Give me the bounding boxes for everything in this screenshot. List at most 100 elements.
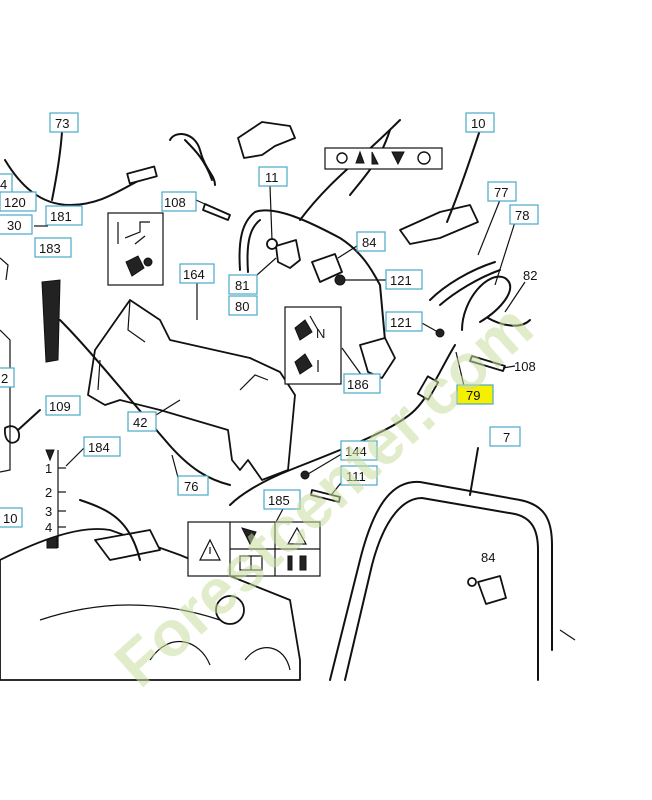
label-144: 144 bbox=[340, 440, 378, 461]
label-77: 77 bbox=[487, 181, 517, 202]
rod-upper bbox=[299, 119, 401, 221]
knob-109-lead bbox=[17, 409, 41, 431]
clamp-82 bbox=[487, 317, 531, 327]
lever-11 bbox=[238, 209, 386, 341]
svg-text:164: 164 bbox=[183, 267, 205, 282]
svg-text:186: 186 bbox=[347, 377, 369, 392]
screw-81 bbox=[266, 238, 278, 250]
foot-hazard-icon bbox=[286, 526, 308, 545]
svg-text:77: 77 bbox=[494, 185, 508, 200]
decal-185-warning bbox=[187, 521, 321, 577]
scale-3: 3 bbox=[45, 504, 52, 519]
deck-wheel-arc bbox=[149, 641, 211, 666]
left-panel bbox=[0, 329, 11, 473]
decal-181 bbox=[107, 212, 164, 286]
svg-text:111: 111 bbox=[346, 469, 366, 484]
label-181: 181 bbox=[45, 205, 83, 226]
label-79: 79 bbox=[456, 384, 494, 405]
svg-text:7: 7 bbox=[503, 430, 510, 445]
svg-text:11: 11 bbox=[265, 170, 279, 185]
nut-121-mid bbox=[435, 328, 445, 338]
mower-deck bbox=[0, 528, 301, 681]
label-108-left: 108 bbox=[161, 191, 197, 212]
svg-text:84: 84 bbox=[481, 550, 495, 565]
svg-text:80: 80 bbox=[235, 299, 249, 314]
svg-text:108: 108 bbox=[164, 195, 186, 210]
label-73: 73 bbox=[49, 112, 79, 133]
svg-text:84: 84 bbox=[362, 235, 376, 250]
svg-text:185: 185 bbox=[268, 493, 290, 508]
scale-2: 2 bbox=[45, 485, 52, 500]
bracket-10 bbox=[399, 204, 479, 245]
bracket-top bbox=[237, 121, 296, 159]
handle-frame-7 bbox=[329, 480, 553, 681]
nut-144 bbox=[300, 470, 310, 480]
label-186: 186 bbox=[343, 373, 381, 394]
label-111: 111 bbox=[340, 465, 378, 486]
label-81: 81 bbox=[228, 274, 258, 295]
svg-text:81: 81 bbox=[235, 278, 249, 293]
cable-73-end bbox=[126, 165, 158, 185]
screw-84-bottom bbox=[467, 577, 477, 587]
label-82: 82 bbox=[523, 268, 537, 283]
handle-frame-7-inner bbox=[344, 497, 539, 681]
label-30: 30 bbox=[0, 214, 33, 235]
label-76: 76 bbox=[177, 475, 209, 496]
label-10-top: 10 bbox=[465, 112, 495, 133]
svg-text:78: 78 bbox=[515, 208, 529, 223]
svg-text:10: 10 bbox=[471, 116, 485, 131]
handle-42 bbox=[87, 299, 296, 481]
svg-text:10: 10 bbox=[3, 511, 17, 526]
label-183: 183 bbox=[34, 237, 72, 258]
block-84-top bbox=[311, 253, 343, 283]
cable-73 bbox=[4, 159, 141, 206]
label-109: 109 bbox=[45, 395, 81, 416]
label-42: 42 bbox=[127, 411, 157, 432]
clip-top-wire bbox=[184, 139, 213, 181]
svg-text:183: 183 bbox=[39, 241, 61, 256]
pivot-81 bbox=[275, 239, 301, 269]
cable-79-fitting bbox=[416, 375, 440, 401]
wire-77b bbox=[439, 269, 501, 306]
bolt-108-right bbox=[469, 355, 506, 372]
label-185: 185 bbox=[263, 489, 301, 510]
label-84-top: 84 bbox=[356, 231, 386, 252]
label-84-bottom: 84 bbox=[481, 550, 495, 565]
grip-183 bbox=[41, 279, 61, 363]
bolt-111 bbox=[310, 489, 341, 503]
scale-1: 1 bbox=[45, 461, 52, 476]
svg-text:73: 73 bbox=[55, 116, 69, 131]
label-164: 164 bbox=[179, 263, 215, 284]
label-108-right: 108 bbox=[514, 359, 536, 374]
knob-109 bbox=[4, 425, 20, 444]
deck-lid bbox=[94, 529, 161, 561]
svg-text:144: 144 bbox=[345, 444, 367, 459]
bracket-10-lead bbox=[446, 129, 481, 223]
svg-text:4: 4 bbox=[0, 177, 7, 192]
label-7: 7 bbox=[489, 426, 521, 447]
clip-top bbox=[169, 133, 216, 186]
decal-184-scale: 1 2 3 4 bbox=[45, 449, 66, 549]
label-184: 184 bbox=[83, 436, 121, 457]
svg-text:42: 42 bbox=[133, 415, 147, 430]
deck-wheel-arc2 bbox=[244, 647, 291, 671]
cable-76 bbox=[59, 319, 231, 486]
svg-text:121: 121 bbox=[390, 273, 412, 288]
frame-tab bbox=[559, 629, 576, 641]
decal-throttle-n: N bbox=[316, 326, 325, 341]
svg-text:184: 184 bbox=[88, 440, 110, 455]
svg-text:109: 109 bbox=[49, 399, 71, 414]
hand-hazard-icon bbox=[241, 527, 257, 546]
warning-triangle-icon bbox=[199, 538, 221, 561]
lever-11-inner bbox=[246, 219, 261, 273]
label-120: 120 bbox=[0, 191, 37, 212]
bolt-108-left bbox=[202, 203, 231, 221]
svg-text:79: 79 bbox=[466, 388, 480, 403]
block-84-bottom bbox=[477, 575, 507, 605]
deck-port bbox=[215, 595, 245, 625]
label-10-left: 10 bbox=[0, 507, 23, 528]
svg-text:121: 121 bbox=[390, 315, 412, 330]
person-icon bbox=[287, 555, 293, 571]
svg-text:76: 76 bbox=[184, 479, 198, 494]
